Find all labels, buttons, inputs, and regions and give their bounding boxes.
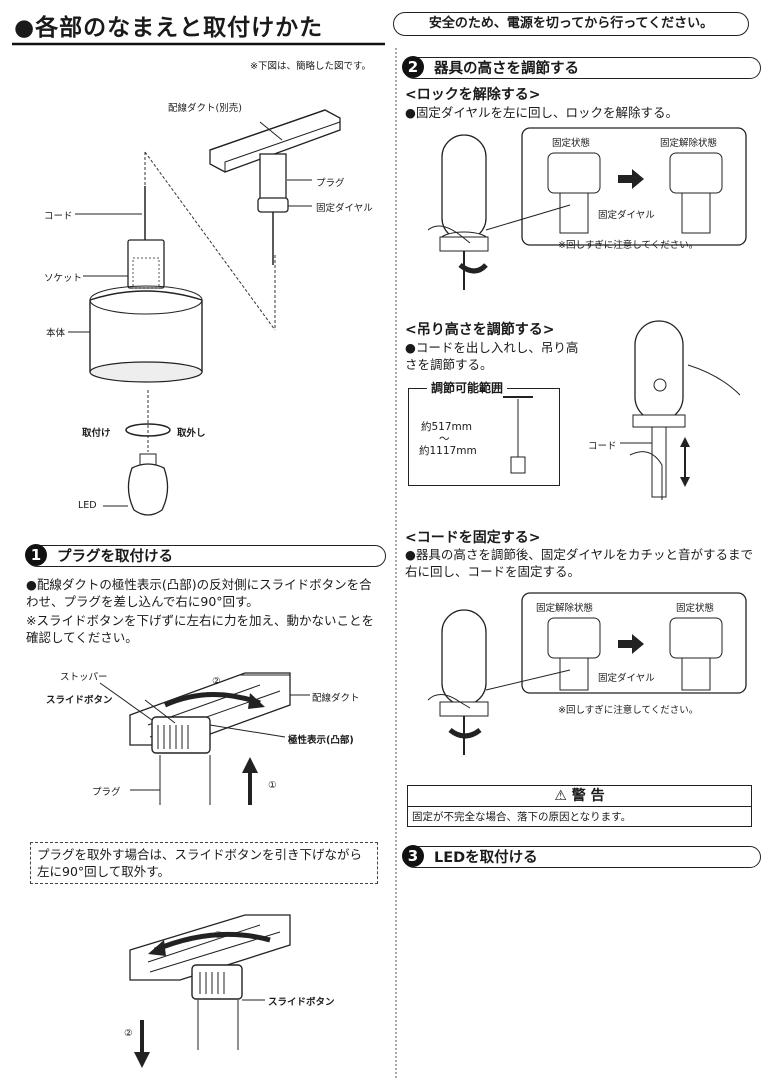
label-body: 本体 — [46, 328, 66, 339]
unlock-caution: ※回しすぎに注意してください。 — [558, 240, 699, 251]
step2-header: 2 器具の高さを調節する — [402, 56, 761, 79]
range-max: 約1117mm — [419, 445, 477, 457]
step1-text1: ●配線ダクトの極性表示(凸部)の反対側にスライドボタンを合わせ、プラグを差し込ん… — [26, 577, 372, 609]
unlock-state-unlocked: 固定解除状態 — [660, 138, 718, 149]
warning-text: 固定が不完全な場合、落下の原因となります。 — [412, 811, 632, 823]
step2-title: 器具の高さを調節する — [434, 61, 579, 77]
unlock-state-locked: 固定状態 — [552, 138, 591, 149]
unlock-diagram — [427, 127, 747, 290]
safety-notice: 安全のため、電源を切ってから行ってください。 — [393, 12, 749, 36]
fix-state-unlocked: 固定解除状態 — [536, 603, 594, 614]
step3-number: 3 — [402, 845, 424, 867]
remove-note: プラグを取外す場合は、スライドボタンを引き下げながら左に90°回して取外す。 — [30, 842, 378, 884]
label-plug-1: プラグ — [92, 787, 121, 798]
fix-state-locked: 固定状態 — [676, 603, 715, 614]
step2-number: 2 — [402, 56, 424, 78]
step1-header: 1 プラグを取付ける — [25, 544, 386, 567]
label-detach: 取外し — [177, 428, 206, 439]
adjust-diagram — [620, 320, 741, 500]
label-socket: ソケット — [44, 273, 83, 284]
fix-heading: <コードを固定する> — [405, 530, 541, 546]
label-led: LED — [78, 500, 97, 511]
warning-icon: ⚠ — [554, 788, 572, 804]
label-cord-adjust: コード — [588, 441, 617, 452]
label-polarity: 極性表示(凸部) — [288, 735, 354, 746]
label-attach: 取付け — [82, 428, 111, 439]
step1-number: 1 — [25, 544, 47, 566]
simplified-note: ※下図は、簡略した図です。 — [250, 61, 372, 72]
label-slide-button: スライドボタン — [46, 695, 113, 706]
unlock-dial-label: 固定ダイヤル — [598, 210, 655, 221]
step1-text2: ※スライドボタンを下げずに左右に力を加え、動かないことを確認してください。 — [26, 613, 374, 645]
label-remove-circle-2: ② — [124, 1028, 133, 1039]
range-min: 約517mm — [421, 421, 472, 433]
unlock-text: ●固定ダイヤルを左に回し、ロックを解除する。 — [405, 105, 679, 120]
fix-caution: ※回しすぎに注意してください。 — [558, 705, 699, 716]
label-stopper: ストッパー — [60, 672, 108, 683]
label-dial: 固定ダイヤル — [316, 203, 373, 214]
label-remove-circle-1: ① — [214, 930, 223, 941]
warning-box: ⚠ 警 告 固定が不完全な場合、落下の原因となります。 — [407, 785, 752, 827]
unlock-heading: <ロックを解除する> — [405, 87, 541, 103]
plug-remove-diagram — [129, 914, 291, 1068]
label-slide-button-2: スライドボタン — [268, 997, 335, 1008]
label-plug: プラグ — [316, 178, 345, 189]
warning-title: 警 告 — [571, 788, 605, 804]
page-title: ●各部のなまえと取付けかた — [14, 15, 324, 41]
fix-dial-label: 固定ダイヤル — [598, 673, 655, 684]
label-circle-2: ② — [212, 676, 221, 687]
step3-header: 3 LEDを取付ける — [402, 845, 761, 868]
adjust-heading: <吊り高さを調節する> — [405, 322, 555, 338]
step1-title: プラグを取付ける — [57, 549, 173, 565]
plug-attach-diagram — [99, 672, 310, 805]
range-box: 調節可能範囲 約517mm ～ 約1117mm — [408, 379, 560, 486]
range-tilde: ～ — [439, 433, 450, 445]
label-duct: 配線ダクト(別売) — [168, 103, 242, 114]
label-duct-1: 配線ダクト — [312, 693, 360, 704]
range-title: 調節可能範囲 — [427, 379, 508, 396]
fix-text: ●器具の高さを調節後、固定ダイヤルをカチッと音がするまで右に回し、コードを固定す… — [405, 547, 754, 579]
fix-diagram — [427, 592, 747, 755]
adjust-text: ●コードを出し入れし、吊り高さを調節する。 — [405, 340, 579, 372]
label-cord: コード — [44, 211, 73, 222]
label-circle-1: ① — [268, 780, 277, 791]
warning-title-row: ⚠ 警 告 — [408, 786, 751, 807]
parts-diagram — [68, 109, 341, 516]
step3-title: LEDを取付ける — [434, 850, 538, 866]
